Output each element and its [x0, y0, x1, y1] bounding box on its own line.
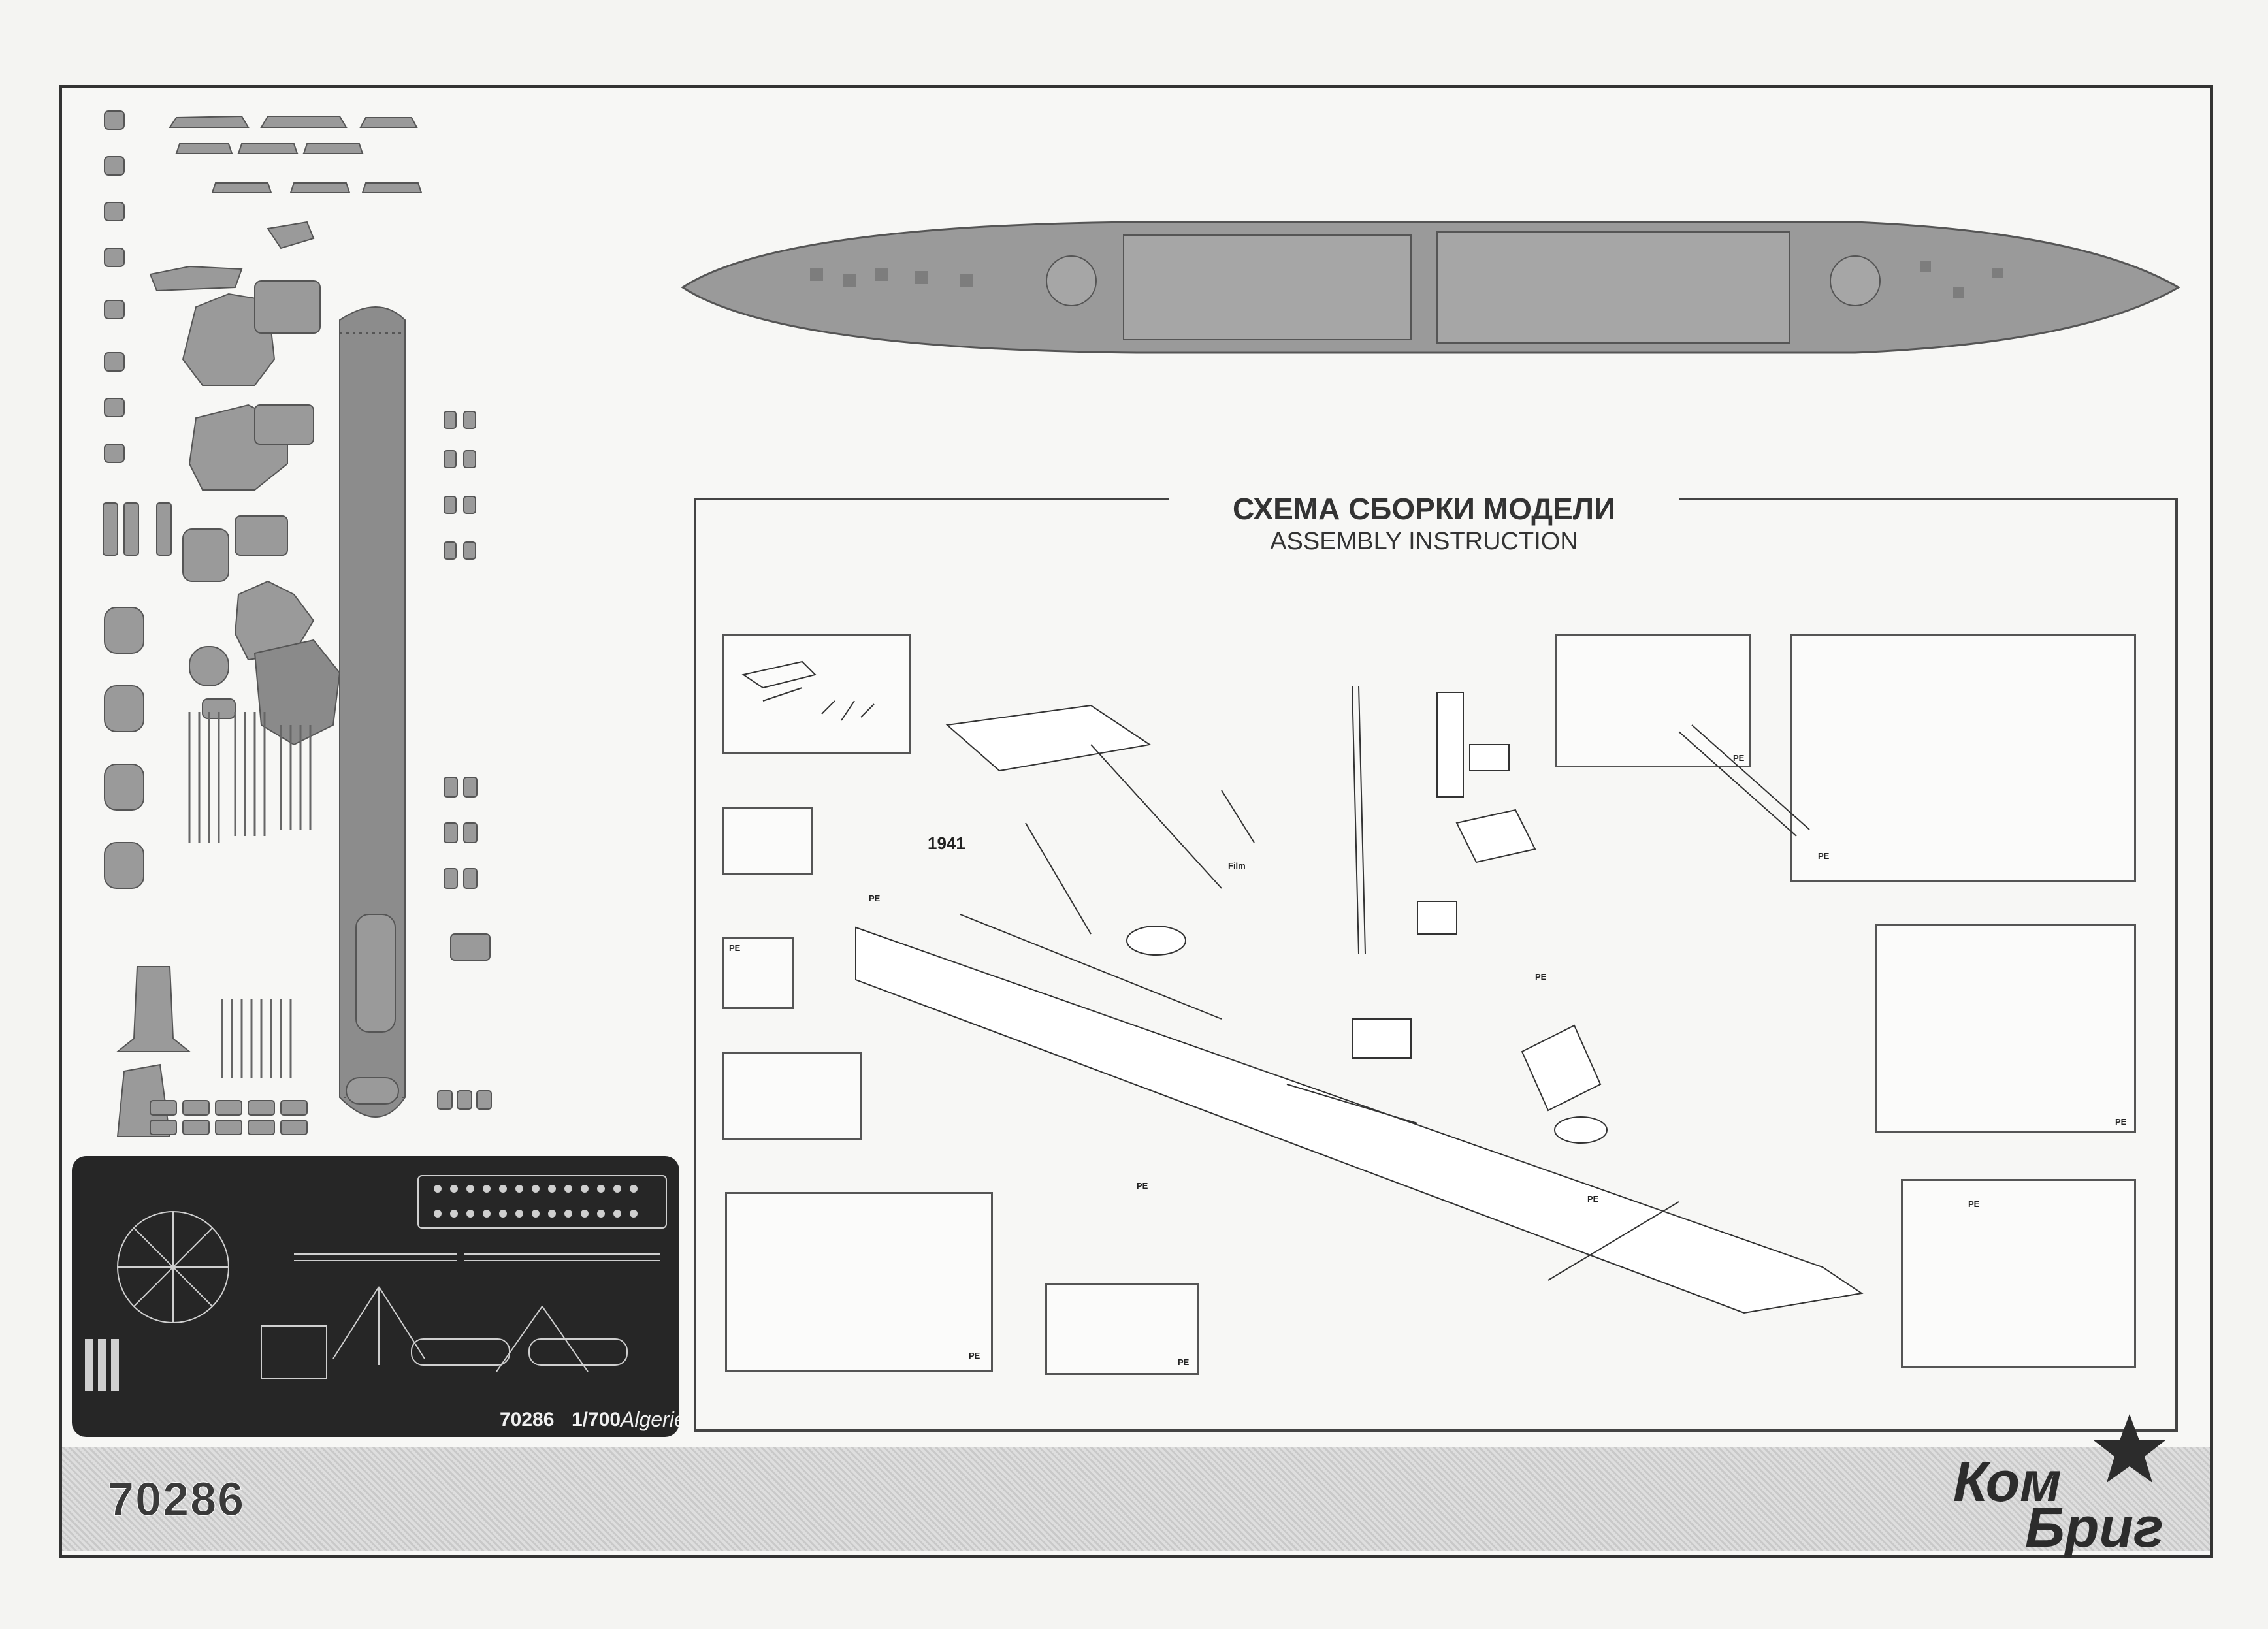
logo-line2: Бриг — [2025, 1496, 2163, 1559]
detail-box-bridge: PE — [1790, 634, 2136, 882]
pe-scale: 1/700 — [572, 1409, 621, 1430]
hull-plan-view — [681, 221, 2180, 354]
main-assembly-drawing: 1941 Film PE PE PE PE — [855, 685, 1864, 1314]
logo-line1: Ком — [1953, 1451, 2062, 1513]
pe-label: PE — [1587, 1194, 1599, 1204]
pe-label: PE — [1968, 1199, 1980, 1209]
pe-label: PE — [1733, 753, 1745, 763]
pe-fret-drawing — [85, 1175, 667, 1391]
photo-etch-fret: 70286 1/700 Algerie — [72, 1156, 679, 1437]
superstructure-blocks — [182, 280, 341, 746]
title-background — [1169, 483, 1679, 562]
pe-code: 70286 — [500, 1409, 555, 1430]
kit-number: 70286 — [107, 1474, 246, 1526]
pe-label: PE — [1137, 1181, 1148, 1191]
detail-box-railings: PE — [1045, 1283, 1199, 1375]
right-small-parts — [437, 411, 492, 1110]
pe-label: PE — [729, 943, 741, 953]
pe-label: PE — [1178, 1357, 1190, 1367]
detail-box-catapult: PE — [725, 1192, 993, 1372]
film-label: Film — [1228, 861, 1246, 871]
pe-label: PE — [1535, 972, 1547, 982]
detail-box-seaplane — [722, 634, 911, 754]
boats-row — [149, 115, 423, 292]
kombrig-logo: Ком Бриг — [1953, 1411, 2169, 1561]
detail-box-small-2: PE — [722, 937, 794, 1009]
instruction-title-ru: СХЕМА СБОРКИ МОДЕЛИ — [1232, 492, 1616, 526]
pe-label: PE — [969, 1351, 980, 1361]
detail-box-stern: PE — [1901, 1179, 2136, 1368]
small-parts-column — [103, 110, 191, 1137]
detail-box-small-1 — [722, 807, 813, 875]
pe-label: PE — [869, 894, 881, 903]
pe-ship-name: Algerie — [621, 1408, 679, 1431]
seaplane-sketch — [741, 660, 875, 721]
bottom-turret-row — [150, 1100, 308, 1135]
gun-barrels — [188, 712, 312, 1078]
pe-label: PE — [1818, 851, 1830, 861]
instruction-title-en: ASSEMBLY INSTRUCTION — [1270, 528, 1578, 555]
pe-label: PE — [2115, 1117, 2127, 1127]
detail-box-ladders — [722, 1052, 862, 1140]
year-label: 1941 — [928, 833, 965, 853]
star-icon — [2094, 1414, 2165, 1483]
detail-box-cranes: PE — [1555, 634, 1751, 767]
resin-parts-layout — [103, 110, 492, 1137]
detail-box-catapult-rails: PE — [1875, 924, 2136, 1133]
footer-band — [62, 1447, 2210, 1551]
